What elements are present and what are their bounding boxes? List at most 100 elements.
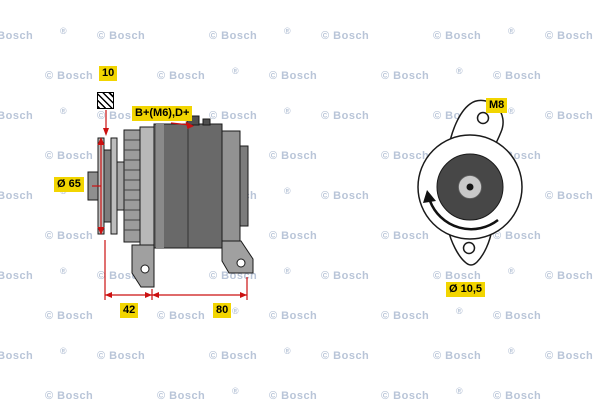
dimension-arrow (145, 292, 152, 298)
terminal-label: B+(M6),D+ (132, 106, 193, 121)
bosch-watermark: © Bosch (45, 310, 94, 322)
bosch-watermark: © Bosch (269, 230, 318, 242)
thread-label-m8: M8 (486, 98, 508, 113)
dimension-label-42: 42 (120, 303, 139, 318)
bosch-watermark: © Bosch (321, 190, 370, 202)
leader-shaft-dim (103, 110, 109, 136)
rear-mount-foot (221, 240, 254, 274)
alternator-side-view (87, 115, 254, 288)
dimension-label-10: 10 (99, 66, 118, 81)
registered-mark: ® (60, 106, 68, 116)
registered-mark: ® (508, 266, 516, 276)
leader-terminals (170, 121, 194, 129)
shaft-hole (466, 183, 474, 191)
bosch-watermark: © Bosch (97, 30, 146, 42)
bosch-watermark: © Bosch (0, 110, 34, 122)
registered-mark: ® (60, 346, 68, 356)
stator-band (156, 124, 164, 248)
bosch-watermark: © Bosch (209, 350, 258, 362)
registered-mark: ® (232, 66, 240, 76)
bosch-watermark: © Bosch (381, 150, 430, 162)
bosch-watermark: © Bosch (493, 310, 542, 322)
dimension-pulley-diameter (92, 137, 105, 235)
dimension-arrow (240, 292, 247, 298)
bosch-watermark: © Bosch (45, 150, 94, 162)
bosch-watermark: © Bosch (493, 70, 542, 82)
dimension-arrow (97, 137, 105, 145)
bosch-watermark: © Bosch (269, 70, 318, 82)
rear-foot-hole (236, 258, 246, 268)
registered-mark: ® (284, 186, 292, 196)
alternator-rear-view (417, 99, 523, 266)
front-foot-hole (140, 264, 150, 274)
bosch-watermark: © Bosch (433, 350, 482, 362)
spacer (116, 161, 125, 211)
bosch-watermark: © Bosch (45, 390, 94, 400)
top-lug-hole (476, 111, 490, 125)
bosch-watermark: © Bosch (157, 70, 206, 82)
bosch-watermark: © Bosch (381, 70, 430, 82)
registered-mark: ® (284, 266, 292, 276)
registered-mark: ® (284, 106, 292, 116)
pulley-groove (103, 149, 112, 223)
bosch-watermark: © Bosch (381, 390, 430, 400)
bosch-watermark: © Bosch (157, 310, 206, 322)
bosch-watermark: © Bosch (545, 270, 594, 282)
bosch-watermark: © Bosch (545, 190, 594, 202)
bosch-watermark: © Bosch (493, 390, 542, 400)
bosch-watermark: © Bosch (433, 270, 482, 282)
pulley-diameter-label: Ø 65 (54, 177, 84, 192)
bosch-watermark: © Bosch (321, 270, 370, 282)
registered-mark: ® (60, 26, 68, 36)
dimension-lines (92, 110, 248, 300)
bosch-watermark: © Bosch (269, 310, 318, 322)
dimension-lengths (104, 240, 248, 300)
surface-hatch-icon (97, 92, 114, 109)
bosch-watermark: © Bosch (321, 350, 370, 362)
terminal-stud-d-plus (202, 118, 211, 126)
bosch-watermark: © Bosch (0, 270, 34, 282)
rear-cap (239, 145, 249, 227)
registered-mark: ® (508, 26, 516, 36)
bosch-watermark: © Bosch (0, 350, 34, 362)
registered-mark: ® (232, 306, 240, 316)
registered-mark: ® (60, 266, 68, 276)
bosch-watermark: © Bosch (269, 150, 318, 162)
dimension-arrow (97, 227, 105, 235)
rotation-arrow-icon (423, 190, 499, 231)
bosch-watermark: © Bosch (157, 390, 206, 400)
bottom-lug-hole (462, 241, 476, 255)
bosch-watermark: © Bosch (381, 310, 430, 322)
bosch-watermark: © Bosch (45, 70, 94, 82)
bosch-watermark: © Bosch (381, 230, 430, 242)
hole-diameter-label: Ø 10,5 (446, 282, 486, 297)
dimension-arrow (185, 121, 194, 129)
bosch-watermark: © Bosch (0, 190, 34, 202)
dimension-arrow (105, 292, 112, 298)
dimension-label-80: 80 (213, 303, 232, 318)
bosch-watermark: © Bosch (545, 110, 594, 122)
pulley-rear-flange (110, 137, 118, 235)
bosch-watermark: © Bosch (545, 30, 594, 42)
bosch-watermark: © Bosch (321, 30, 370, 42)
bosch-watermark: © Bosch (321, 110, 370, 122)
bosch-watermark: © Bosch (545, 350, 594, 362)
dimension-arrow (152, 292, 159, 298)
bosch-watermark: © Bosch (433, 30, 482, 42)
registered-mark: ® (284, 346, 292, 356)
registered-mark: ® (508, 346, 516, 356)
cooling-fan (123, 129, 141, 243)
bosch-watermark: © Bosch (97, 350, 146, 362)
registered-mark: ® (456, 306, 464, 316)
registered-mark: ® (456, 386, 464, 396)
bosch-watermark: © Bosch (0, 30, 34, 42)
registered-mark: ® (284, 26, 292, 36)
registered-mark: ® (232, 386, 240, 396)
registered-mark: ® (508, 106, 516, 116)
rear-bracket (221, 130, 241, 242)
dimension-arrow (103, 128, 109, 136)
bosch-watermark: © Bosch (269, 390, 318, 400)
bosch-watermark: © Bosch (209, 110, 258, 122)
